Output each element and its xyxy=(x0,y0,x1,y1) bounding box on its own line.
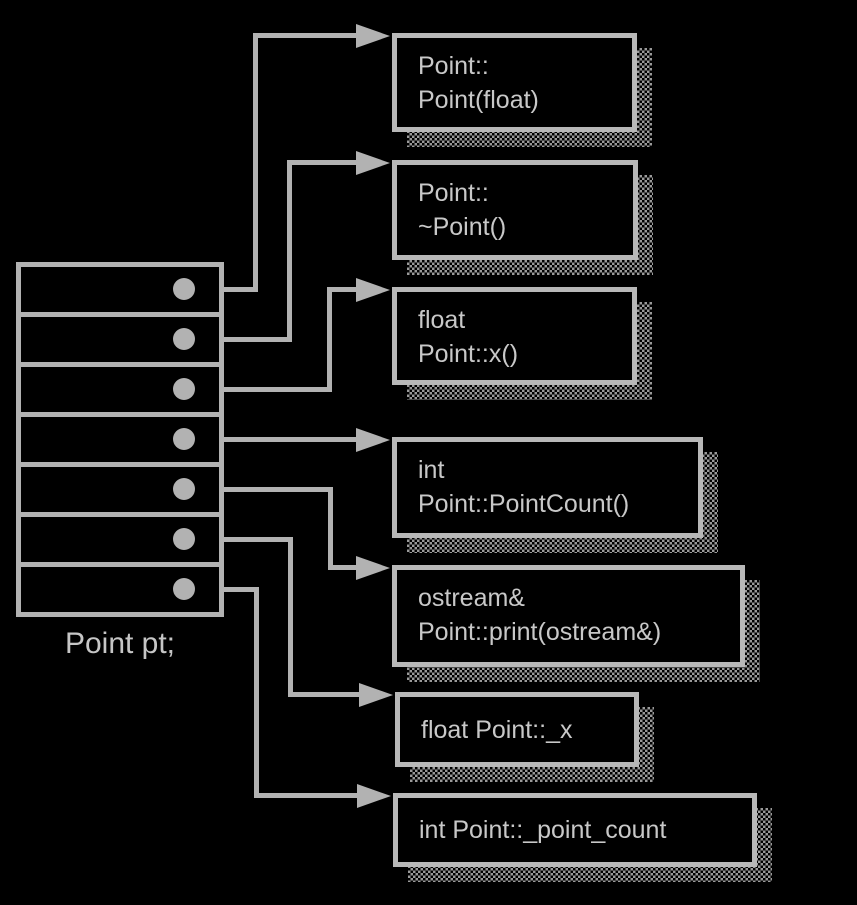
pointer-wire-segment xyxy=(185,337,292,342)
member-box-data-x: float Point::_x xyxy=(395,692,639,767)
member-box-pointcount: int Point::PointCount() xyxy=(392,437,703,538)
slot-pointer-dot xyxy=(173,428,195,450)
pointer-wire-segment xyxy=(185,387,332,392)
pointer-arrowhead-icon xyxy=(356,556,390,580)
member-box-text: int Point::_point_count xyxy=(419,816,667,844)
object-slot xyxy=(21,267,219,317)
member-box-text: Point(float) xyxy=(418,86,539,114)
object-slot xyxy=(21,517,219,567)
member-box-data-point-count: int Point::_point_count xyxy=(393,793,757,867)
member-box-text: int xyxy=(418,456,445,484)
object-label: Point pt; xyxy=(64,627,176,660)
pointer-wire-segment xyxy=(254,587,259,798)
pointer-arrowhead-icon xyxy=(359,683,393,707)
object-slot xyxy=(21,317,219,367)
object-slot xyxy=(21,417,219,467)
member-box-text: Point::x() xyxy=(418,340,519,368)
pointer-wire-segment xyxy=(287,160,358,165)
pointer-arrowhead-icon xyxy=(357,784,391,808)
member-box-print: ostream& Point::print(ostream&) xyxy=(392,565,745,667)
member-box-destructor: Point:: ~Point() xyxy=(392,160,638,260)
member-box-text: ostream& xyxy=(418,584,525,612)
pointer-wire-segment xyxy=(327,287,332,392)
pointer-wire-segment xyxy=(327,287,358,292)
member-box-text: Point:: xyxy=(418,179,489,207)
pointer-arrowhead-icon xyxy=(356,24,390,48)
member-box-x-accessor: float Point::x() xyxy=(392,287,637,385)
member-box-text: float xyxy=(418,306,466,334)
pointer-wire-segment xyxy=(287,160,292,342)
pointer-wire-segment xyxy=(253,33,258,292)
pointer-wire-segment xyxy=(185,537,293,542)
member-box-text: ~Point() xyxy=(418,213,507,241)
pointer-wire-segment xyxy=(185,437,358,442)
object-slot xyxy=(21,467,219,517)
pointer-wire-segment xyxy=(288,537,293,697)
pointer-wire-segment xyxy=(328,487,333,570)
pointer-arrowhead-icon xyxy=(356,151,390,175)
object-slot xyxy=(21,567,219,612)
pointer-wire-segment xyxy=(185,487,333,492)
member-box-text: float Point::_x xyxy=(421,715,573,744)
object-slot xyxy=(21,367,219,417)
slot-pointer-dot xyxy=(173,378,195,400)
slot-pointer-dot xyxy=(173,328,195,350)
pointer-wire-segment xyxy=(328,565,358,570)
slot-pointer-dot xyxy=(173,478,195,500)
member-box-text: Point:: xyxy=(418,52,489,80)
pointer-wire-segment xyxy=(254,793,359,798)
pointer-arrowhead-icon xyxy=(356,278,390,302)
object-memory-layout xyxy=(16,262,224,617)
member-box-text: Point::PointCount() xyxy=(418,490,630,518)
pointer-wire-segment xyxy=(288,692,360,697)
slot-pointer-dot xyxy=(173,578,195,600)
pointer-wire-segment xyxy=(253,33,358,38)
slot-pointer-dot xyxy=(173,528,195,550)
member-box-constructor: Point:: Point(float) xyxy=(392,33,637,132)
pointer-arrowhead-icon xyxy=(356,428,390,452)
slot-pointer-dot xyxy=(173,278,195,300)
member-box-text: Point::print(ostream&) xyxy=(418,618,662,646)
